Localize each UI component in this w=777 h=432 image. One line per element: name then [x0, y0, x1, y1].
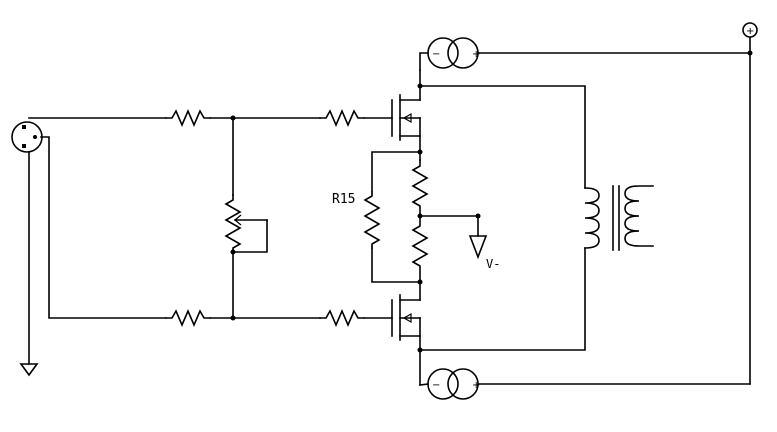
resistor-r15	[363, 191, 381, 249]
current-source-top-icon: − +	[427, 37, 480, 69]
label-v-minus: V-	[486, 257, 500, 271]
svg-text:−: −	[432, 380, 440, 391]
v-minus-arrow-icon	[468, 235, 488, 260]
mosfet-bottom-icon	[391, 294, 421, 341]
current-source-bottom-icon: − +	[427, 368, 480, 400]
label-r15: R15	[332, 192, 355, 207]
resistor-source-bottom	[411, 215, 429, 283]
svg-text:+: +	[472, 380, 480, 391]
ground-symbol-icon	[19, 363, 39, 377]
potentiometer	[224, 194, 242, 253]
resistor-input-top	[165, 108, 211, 128]
supply-plus-terminal-icon: +	[742, 22, 758, 38]
output-transformer-icon	[584, 185, 654, 251]
resistor-source-top	[411, 159, 429, 217]
resistor-gate-top	[319, 108, 365, 128]
resistor-input-bottom	[165, 308, 211, 328]
resistor-gate-bottom	[319, 308, 365, 328]
svg-text:+: +	[472, 49, 480, 60]
xlr-input-connector-icon	[11, 121, 43, 153]
svg-text:−: −	[432, 49, 440, 60]
mosfet-top-icon	[391, 94, 421, 141]
wire-input-bottom	[40, 136, 167, 319]
svg-text:+: +	[746, 26, 754, 37]
